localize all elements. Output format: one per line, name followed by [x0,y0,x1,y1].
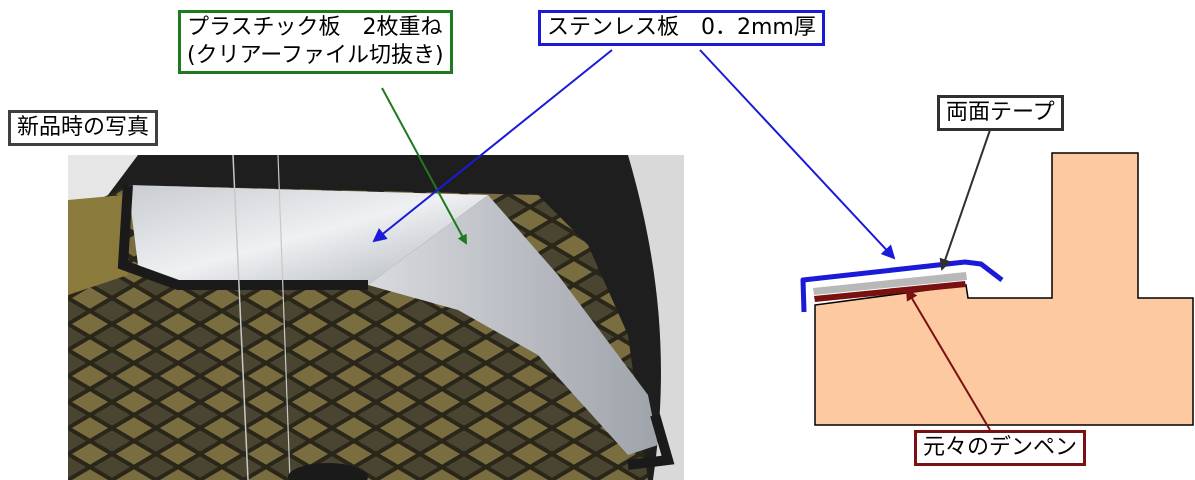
photo-new-part [68,155,684,480]
denpen-strip [814,281,966,302]
steel-plate [800,259,1004,313]
plastic-label-line2: (クリアーファイル切抜き) [187,43,444,68]
plastic-label-line1: プラスチック板 2枚重ね [187,15,443,40]
tape-strip [813,272,967,295]
steel-plate-label: ステンレス板 0．2mm厚 [538,10,825,46]
photo-drawing [68,155,684,480]
steel-arrow-photo [372,49,613,243]
body-block [814,152,1194,426]
plastic-plate-label: プラスチック板 2枚重ね (クリアーファイル切抜き) [178,10,453,74]
steel-arrow-diagram [699,49,896,260]
tape-arrow [939,129,991,271]
denpen-arrow [905,288,991,431]
original-denpen-label: 元々のデンペン [914,430,1087,466]
double-sided-tape-label: 両面テープ [937,95,1064,131]
photo-label: 新品時の写真 [8,110,159,146]
plastic-arrow [381,87,467,245]
